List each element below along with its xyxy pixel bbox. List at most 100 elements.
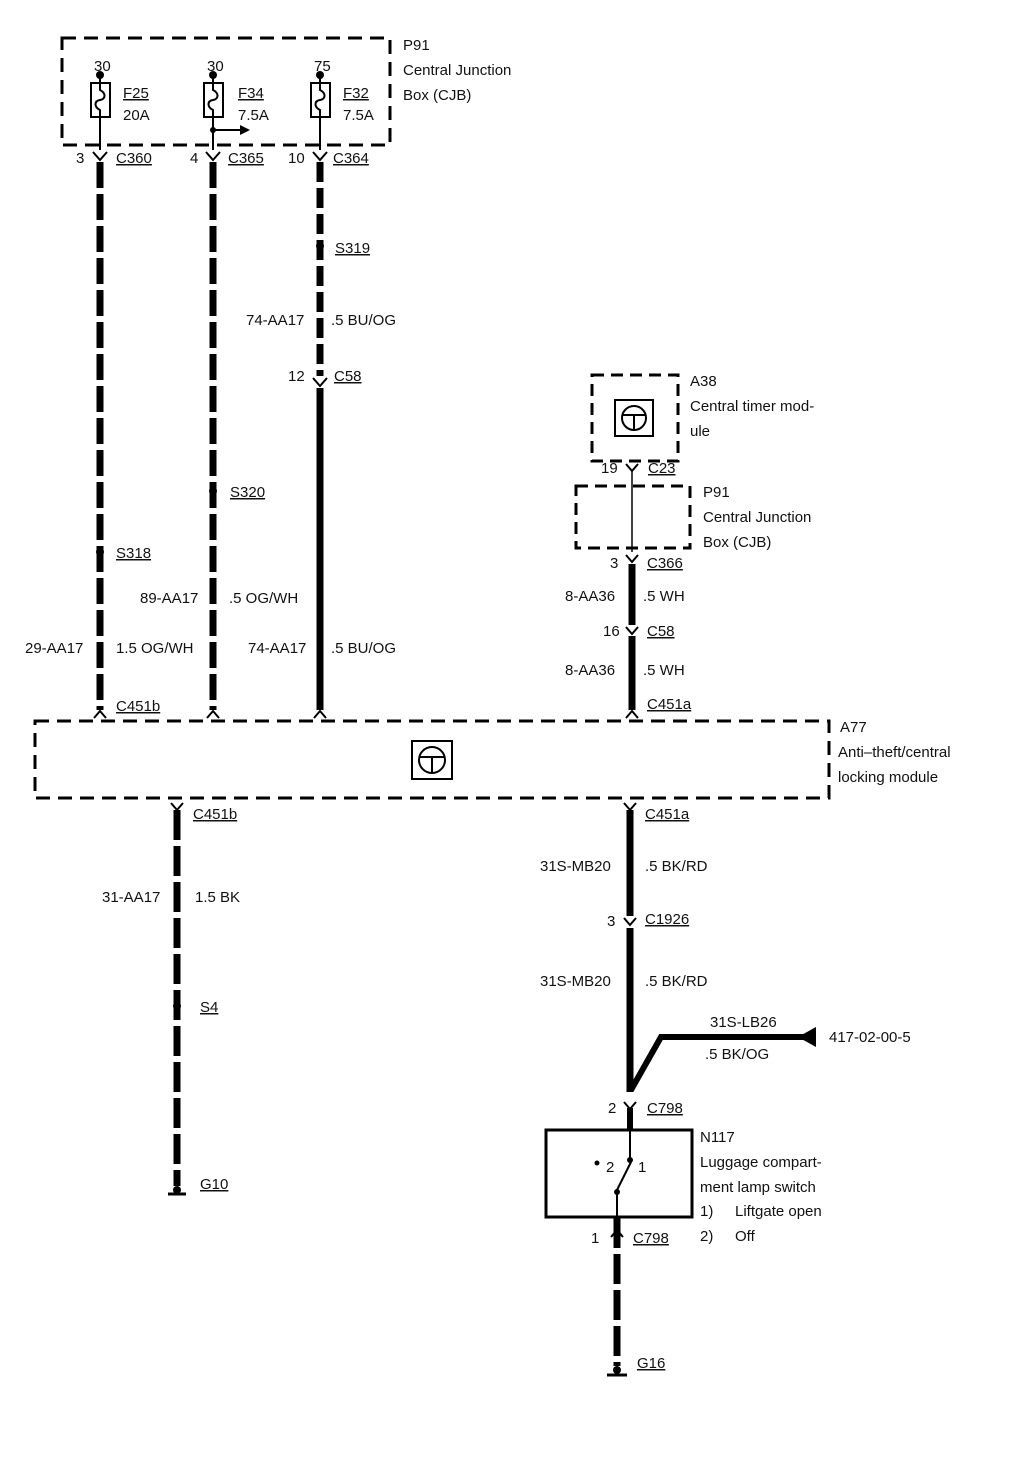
wire-8-aa36-lower-spec: .5 WH bbox=[643, 662, 685, 679]
cjb-top-name-1: Central Junction bbox=[403, 62, 511, 79]
wire-31s-lb26 bbox=[628, 1034, 805, 1092]
switch-opt2-label: Off bbox=[735, 1228, 756, 1245]
c364-label: C364 bbox=[333, 150, 369, 167]
c365-pin: 4 bbox=[190, 150, 198, 167]
wire-31s-lb26-code: 31S-LB26 bbox=[710, 1014, 777, 1031]
fuse-f34-id: F34 bbox=[238, 85, 264, 102]
wire-31s-lb26-ref: 417-02-00-5 bbox=[829, 1029, 911, 1046]
c366-label: C366 bbox=[647, 555, 683, 572]
c23-label: C23 bbox=[648, 460, 676, 477]
wire-74-aa17-lower-code: 74-AA17 bbox=[248, 640, 306, 657]
splice-s318-dot bbox=[96, 548, 104, 556]
fuse-f25-circuit: 30 bbox=[94, 58, 111, 75]
switch-pos-2: 2 bbox=[606, 1159, 614, 1176]
c366-pin: 3 bbox=[610, 555, 618, 572]
wire-74-aa17-upper-code: 74-AA17 bbox=[246, 312, 304, 329]
c58-left-pin: 12 bbox=[288, 368, 305, 385]
fuse-f32-element bbox=[314, 83, 326, 117]
switch-lever bbox=[616, 1161, 632, 1191]
connector-c451a-top-mark bbox=[625, 709, 639, 719]
c1926-label: C1926 bbox=[645, 911, 689, 928]
module-a77-icon-frame bbox=[411, 740, 453, 780]
connector-c451b-bottom-mark bbox=[170, 802, 184, 812]
connector-c23-mark bbox=[625, 463, 639, 473]
c364-pin: 10 bbox=[288, 150, 305, 167]
connector-c364-mark bbox=[312, 151, 328, 162]
wire-8-aa36-upper-code: 8-AA36 bbox=[565, 588, 615, 605]
wire-31-aa17-code: 31-AA17 bbox=[102, 889, 160, 906]
fuse-f34-circuit: 30 bbox=[207, 58, 224, 75]
cjb-mid-id: P91 bbox=[703, 484, 730, 501]
switch-position-dot bbox=[594, 1160, 600, 1166]
fuse-f25: 30 F25 20A bbox=[90, 58, 150, 150]
switch-opt1-label: Liftgate open bbox=[735, 1203, 822, 1220]
timer-module-id: A38 bbox=[690, 373, 717, 390]
c451b-top-label: C451b bbox=[116, 698, 160, 715]
splice-s319-dot bbox=[316, 242, 324, 250]
fuse-f32-circuit: 75 bbox=[314, 58, 331, 75]
timer-module-name-1: Central timer mod- bbox=[690, 398, 814, 415]
wire-31s-mb20-lower-code: 31S-MB20 bbox=[540, 973, 611, 990]
splice-s4: S4 bbox=[200, 999, 218, 1016]
ground-g16-dot bbox=[613, 1366, 621, 1374]
wire-31-aa17-spec: 1.5 BK bbox=[195, 889, 240, 906]
connector-c58-right-mark bbox=[625, 626, 639, 636]
c798-top-pin: 2 bbox=[608, 1100, 616, 1117]
switch-n117-id: N117 bbox=[700, 1129, 735, 1146]
splice-s4-dot bbox=[173, 1002, 181, 1010]
fuse-f34-rating: 7.5A bbox=[238, 107, 269, 124]
fuse-f25-element bbox=[94, 83, 106, 117]
timer-module-icon-frame bbox=[614, 399, 654, 437]
connector-c360-mark bbox=[92, 151, 108, 162]
c58-right-label: C58 bbox=[647, 623, 675, 640]
c360-pin: 3 bbox=[76, 150, 84, 167]
cjb-mid-box bbox=[574, 484, 692, 550]
wire-8-aa36-upper-spec: .5 WH bbox=[643, 588, 685, 605]
wire-31s-mb20-lower-spec: .5 BK/RD bbox=[645, 973, 708, 990]
fuse-f32: 75 F32 7.5A bbox=[310, 58, 374, 150]
connector-c1926-mark bbox=[623, 917, 637, 927]
wire-31s-lb26-arrow bbox=[798, 1027, 816, 1047]
c23-pin: 19 bbox=[601, 460, 618, 477]
splice-s318: S318 bbox=[116, 545, 151, 562]
ground-g16: G16 bbox=[637, 1355, 665, 1372]
fuse-f32-rating: 7.5A bbox=[343, 107, 374, 124]
c360-label: C360 bbox=[116, 150, 152, 167]
switch-opt1-num: 1) bbox=[700, 1203, 713, 1220]
c58-left-label: C58 bbox=[334, 368, 362, 385]
c1926-pin: 3 bbox=[607, 913, 615, 930]
switch-n117-name-2: ment lamp switch bbox=[700, 1179, 816, 1196]
c58-right-pin: 16 bbox=[603, 623, 620, 640]
splice-s319: S319 bbox=[335, 240, 370, 257]
wire-89-aa17-spec: .5 OG/WH bbox=[229, 590, 298, 607]
c451a-bottom-label: C451a bbox=[645, 806, 690, 823]
fuse-f25-rating: 20A bbox=[123, 107, 150, 124]
wire-74-aa17-upper-spec: .5 BU/OG bbox=[331, 312, 396, 329]
connector-c451b-top-mark-1 bbox=[93, 709, 107, 719]
wire-74-aa17-lower-spec: .5 BU/OG bbox=[331, 640, 396, 657]
connector-c366-mark bbox=[625, 554, 639, 564]
connector-c451b-top-mark-2 bbox=[206, 709, 220, 719]
wire-31s-mb20-upper-code: 31S-MB20 bbox=[540, 858, 611, 875]
fuse-f34-element bbox=[207, 83, 219, 117]
c451a-top-label: C451a bbox=[647, 696, 692, 713]
c798-bottom-label: C798 bbox=[633, 1230, 669, 1247]
connector-c451a-bottom-mark bbox=[623, 802, 637, 812]
module-a77-id: A77 bbox=[840, 719, 867, 736]
switch-n117-box bbox=[544, 1128, 694, 1219]
fuse-f25-id: F25 bbox=[123, 85, 149, 102]
cjb-mid-name-2: Box (CJB) bbox=[703, 534, 771, 551]
wire-29-aa17-code: 29-AA17 bbox=[25, 640, 83, 657]
fuse-f34-branch-arrow bbox=[240, 125, 250, 135]
c798-top-label: C798 bbox=[647, 1100, 683, 1117]
fuse-f34: 30 F34 7.5A bbox=[203, 58, 269, 150]
connector-c58-left-mark bbox=[312, 377, 328, 388]
cjb-top-box bbox=[60, 36, 392, 147]
switch-n117-name-1: Luggage compart- bbox=[700, 1154, 822, 1171]
cjb-top-name-2: Box (CJB) bbox=[403, 87, 471, 104]
splice-s320-dot bbox=[209, 487, 217, 495]
wire-8-aa36-lower-code: 8-AA36 bbox=[565, 662, 615, 679]
cjb-mid-name-1: Central Junction bbox=[703, 509, 811, 526]
timer-module-name-2: ule bbox=[690, 423, 710, 440]
